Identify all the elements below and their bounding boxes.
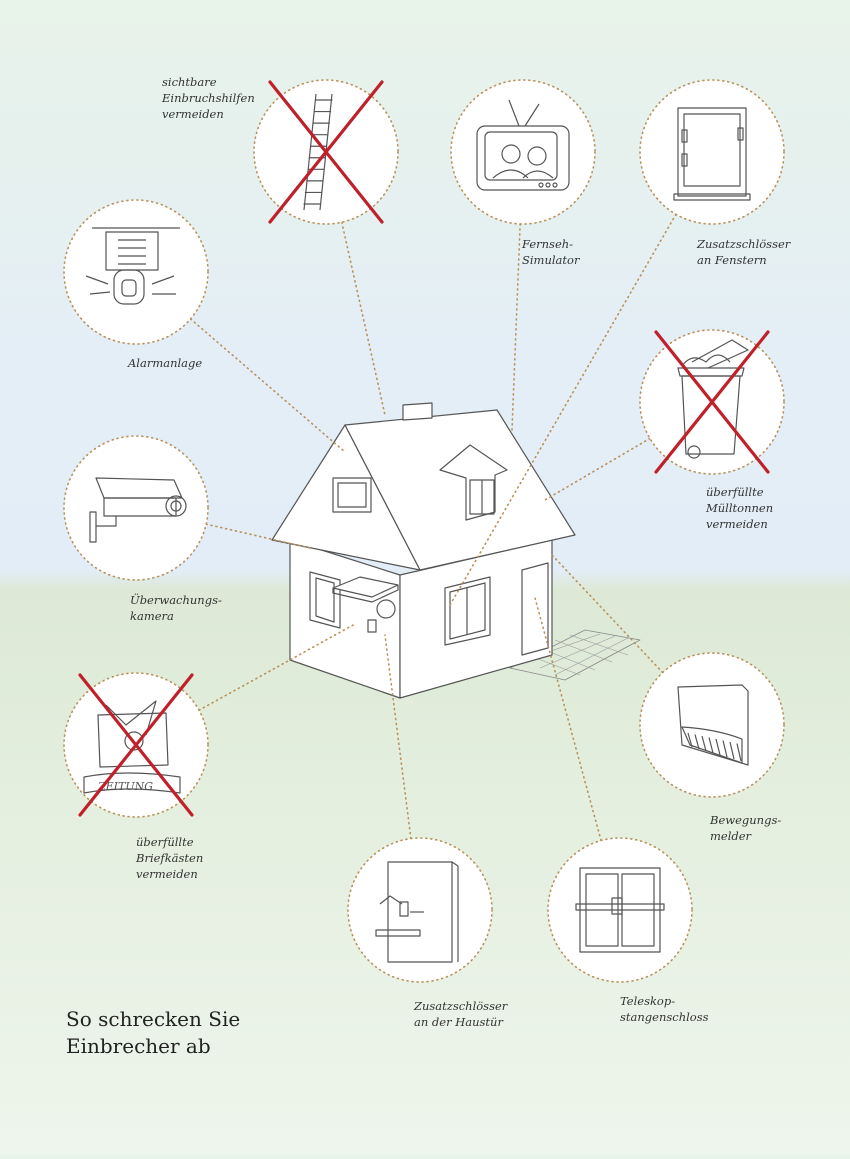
leader-line-telescope <box>534 597 602 842</box>
bins-feature <box>639 329 785 475</box>
leader-line-ladder <box>340 221 386 416</box>
leader-line-door-lock <box>384 634 412 840</box>
feature-circle <box>63 435 209 581</box>
leader-line-tv <box>511 223 521 431</box>
cross-out-icon <box>268 80 384 224</box>
feature-circles: ZEITUNG <box>63 79 785 983</box>
window-icon <box>673 107 751 201</box>
trash-bin-icon <box>677 339 749 459</box>
security-camera-icon <box>89 477 187 543</box>
leader-line-window-lock <box>449 213 677 606</box>
label-bins: überfüllte Mülltonnen vermeiden <box>706 485 774 531</box>
mailbox-feature: ZEITUNG <box>63 672 209 818</box>
label-motion: Bewegungs- melder <box>710 813 782 843</box>
label-ladder: sichtbare Einbruchshilfen vermeiden <box>162 75 255 121</box>
door-icon <box>375 861 459 963</box>
label-alarm: Alarmanlage <box>128 356 203 370</box>
feature-circle <box>450 79 596 225</box>
label-window-lock: Zusatzschlösser an Fenstern <box>697 237 791 267</box>
label-door-lock: Zusatzschlösser an der Haustür <box>414 999 508 1029</box>
feature-circle <box>639 79 785 225</box>
feature-circle <box>639 652 785 798</box>
tv-icon <box>476 99 570 191</box>
camera-feature <box>63 435 209 581</box>
door-lock-feature <box>347 837 493 983</box>
label-telescope: Teleskop- stangenschloss <box>620 994 709 1024</box>
feature-circle <box>347 837 493 983</box>
mailbox-icon: ZEITUNG <box>83 700 181 794</box>
leader-line-bins <box>544 437 651 501</box>
motion-feature <box>639 652 785 798</box>
leader-line-alarm <box>189 318 346 453</box>
label-mailbox: überfüllte Briefkästen vermeiden <box>136 835 204 881</box>
house <box>271 402 641 699</box>
label-tv: Fernseh- Simulator <box>522 237 580 267</box>
window-lock-feature <box>639 79 785 225</box>
alarm-feature <box>63 199 209 345</box>
connector-lines <box>189 213 677 842</box>
leader-line-motion <box>551 554 664 674</box>
telescope-feature <box>547 837 693 983</box>
page-title: So schrecken Sie Einbrecher ab <box>66 1007 241 1058</box>
cross-out-icon <box>78 673 194 817</box>
leader-line-mailbox <box>198 623 356 711</box>
motion-sensor-icon <box>677 684 749 766</box>
ladder-feature <box>253 79 399 225</box>
alarm-siren-icon <box>85 227 180 305</box>
label-camera: Überwachungs- kamera <box>130 593 222 623</box>
cross-out-icon <box>654 330 770 474</box>
tv-feature <box>450 79 596 225</box>
feature-circle <box>63 199 209 345</box>
telescope-bar-lock-icon <box>575 867 665 953</box>
newspaper-label: ZEITUNG <box>97 780 153 793</box>
